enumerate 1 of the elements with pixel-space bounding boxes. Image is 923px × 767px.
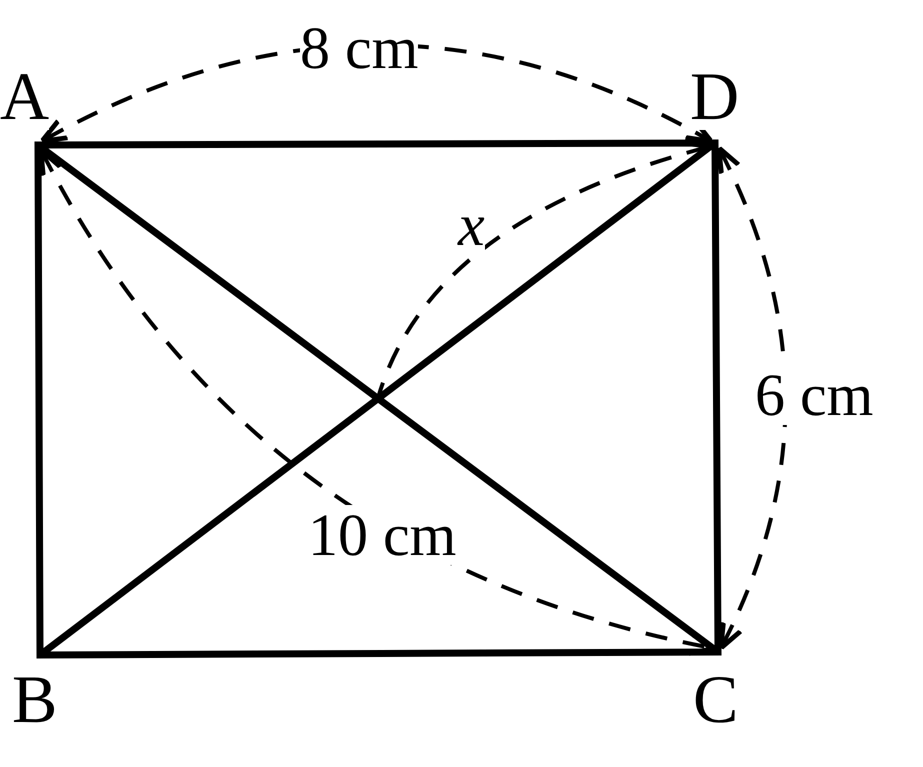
dimension-label: 6 cm [755,365,874,425]
